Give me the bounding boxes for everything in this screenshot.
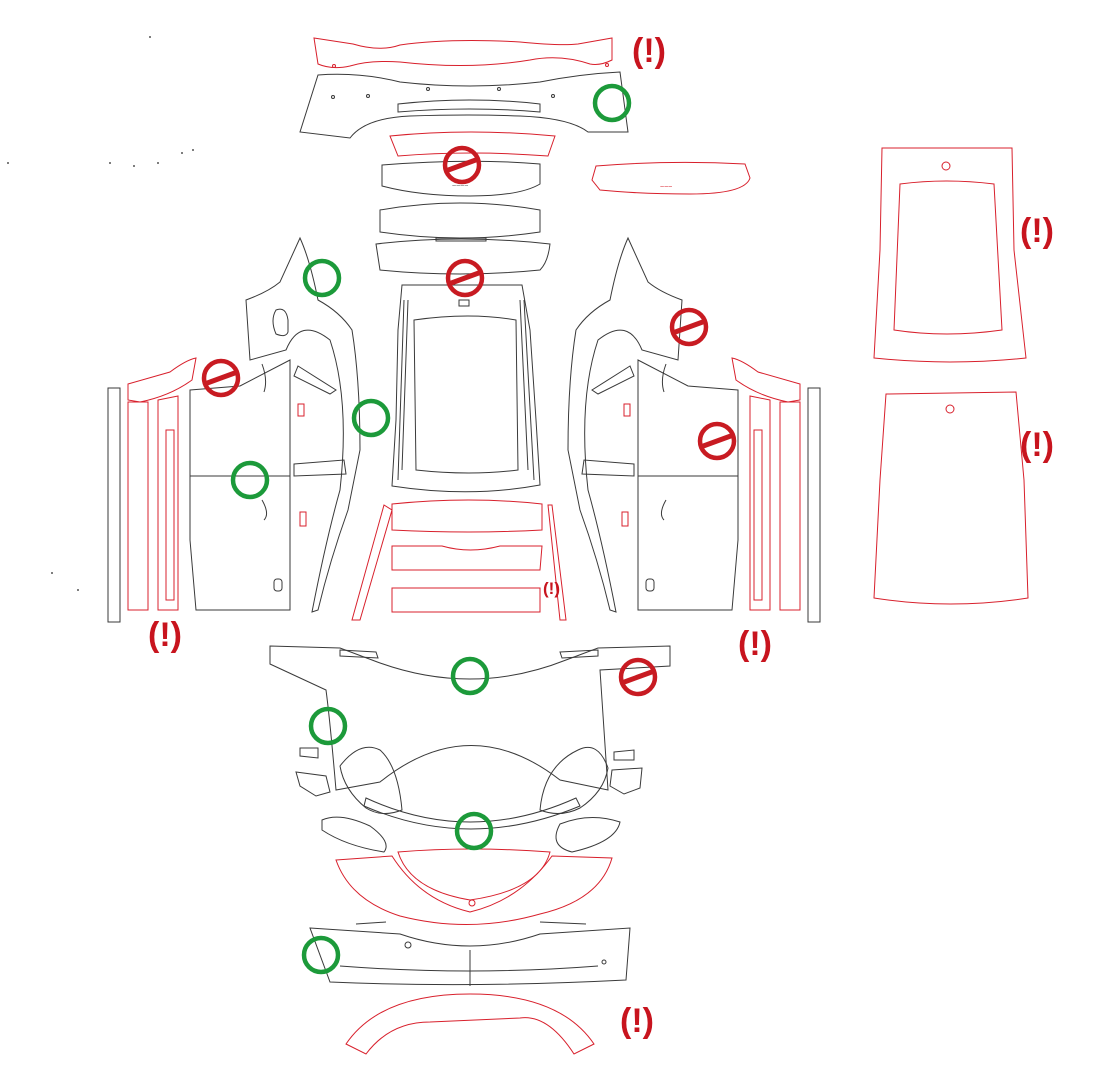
- left-sensor-cutout-2: [299, 511, 307, 527]
- roof-rail-right: [519, 299, 535, 481]
- front-fog-lens-left: [321, 816, 387, 853]
- left-door-edge-red-outer: [127, 401, 149, 611]
- rear-bumper-slot: [397, 99, 541, 113]
- green-circle-icon: [308, 706, 348, 746]
- front-mirror-left: [295, 771, 331, 797]
- front-lower-bumper-panel: [309, 927, 631, 986]
- rear-lid-film-red: [591, 161, 751, 195]
- front-lower-lip: [339, 965, 599, 972]
- windscreen-strips-red: [351, 499, 567, 621]
- green-circle-icon: [230, 460, 270, 500]
- red-no-entry-icon: [445, 258, 485, 298]
- rear-lid-film-logo: ~~~: [660, 184, 672, 191]
- left-door-lock-cutout: [273, 578, 283, 592]
- ok-markers: [230, 83, 632, 975]
- red-no-entry-icon: [201, 358, 241, 398]
- rear-window-trim-upper: [379, 202, 541, 239]
- red-no-entry-icon: [442, 145, 482, 185]
- warning-exclamation-label: (!): [148, 616, 182, 654]
- green-circle-icon: [301, 935, 341, 975]
- left-rear-door-panel: [189, 359, 291, 611]
- green-circle-icon: [454, 811, 494, 851]
- front-mirror-left-small: [299, 747, 319, 759]
- rear-lid-logo: ~~~~: [452, 183, 468, 190]
- red-no-entry-icon: [669, 307, 709, 347]
- left-rear-door-trim-red: [127, 357, 197, 403]
- left-sensor-cutout-1: [297, 403, 305, 417]
- front-bumper-strip: [363, 797, 581, 830]
- roof-antenna-cutout: [458, 299, 470, 307]
- green-circle-icon: [450, 656, 490, 696]
- left-window-strip-lower: [293, 459, 347, 477]
- warning-exclamation-label: (!): [738, 625, 772, 663]
- rear-window-film-inner-red: [893, 180, 1003, 335]
- left-rocker-strip: [107, 387, 121, 623]
- front-lip-film-red: [345, 993, 595, 1055]
- roof-rail-left: [397, 299, 409, 481]
- roof-panel: [391, 284, 541, 493]
- front-headlight-right: [539, 746, 609, 814]
- left-window-strip-upper: [293, 365, 337, 395]
- front-hood-vent-left: [339, 649, 379, 659]
- front-lower-bumper-slot: [355, 921, 587, 925]
- left-door-edge-red-inner: [157, 395, 179, 611]
- green-circle-icon: [302, 258, 342, 298]
- green-circle-icon: [351, 398, 391, 438]
- rear-window-slot: [435, 237, 487, 242]
- red-no-entry-icon: [618, 657, 658, 697]
- right-side-panels: [567, 236, 821, 623]
- warning-exclamation-label: (!): [1020, 212, 1054, 250]
- warning-exclamation-label: (!): [620, 1002, 654, 1040]
- sunroof-opening: [413, 315, 519, 474]
- rear-bumper-panel: [299, 71, 629, 139]
- rear-lid-panel: [381, 160, 541, 197]
- front-bumper-film-inner-red: [397, 848, 551, 901]
- front-hood-panel: [269, 645, 671, 791]
- front-bumper-film-red: [335, 855, 613, 925]
- windscreen-film-red: [873, 391, 1029, 605]
- warning-exclamation-label: (!): [543, 579, 560, 598]
- front-mirror-right: [609, 767, 643, 795]
- front-hood-vent-right: [559, 649, 599, 659]
- rear-window-film-red: [873, 147, 1027, 363]
- left-rear-quarter-panel: [245, 236, 361, 613]
- stray-specks: [7, 36, 194, 591]
- warning-labels: (!) (!) (!) (!) (!) (!) (!): [148, 32, 1054, 1040]
- blocked-markers: [201, 145, 737, 697]
- rear-deck-strip-red: [389, 131, 556, 157]
- front-fog-lens-right: [555, 817, 621, 853]
- left-door-handle-recess: [261, 363, 268, 521]
- rear-spoiler-film-red: [313, 37, 613, 69]
- green-circle-icon: [592, 83, 632, 123]
- left-fuel-door-outline: [272, 308, 289, 337]
- warning-exclamation-label: (!): [1020, 426, 1054, 464]
- front-mirror-right-small: [613, 749, 635, 761]
- rear-window-trim-lower: [375, 238, 551, 275]
- front-headlight-left: [339, 746, 403, 814]
- warning-exclamation-label: (!): [632, 32, 666, 70]
- red-no-entry-icon: [697, 421, 737, 461]
